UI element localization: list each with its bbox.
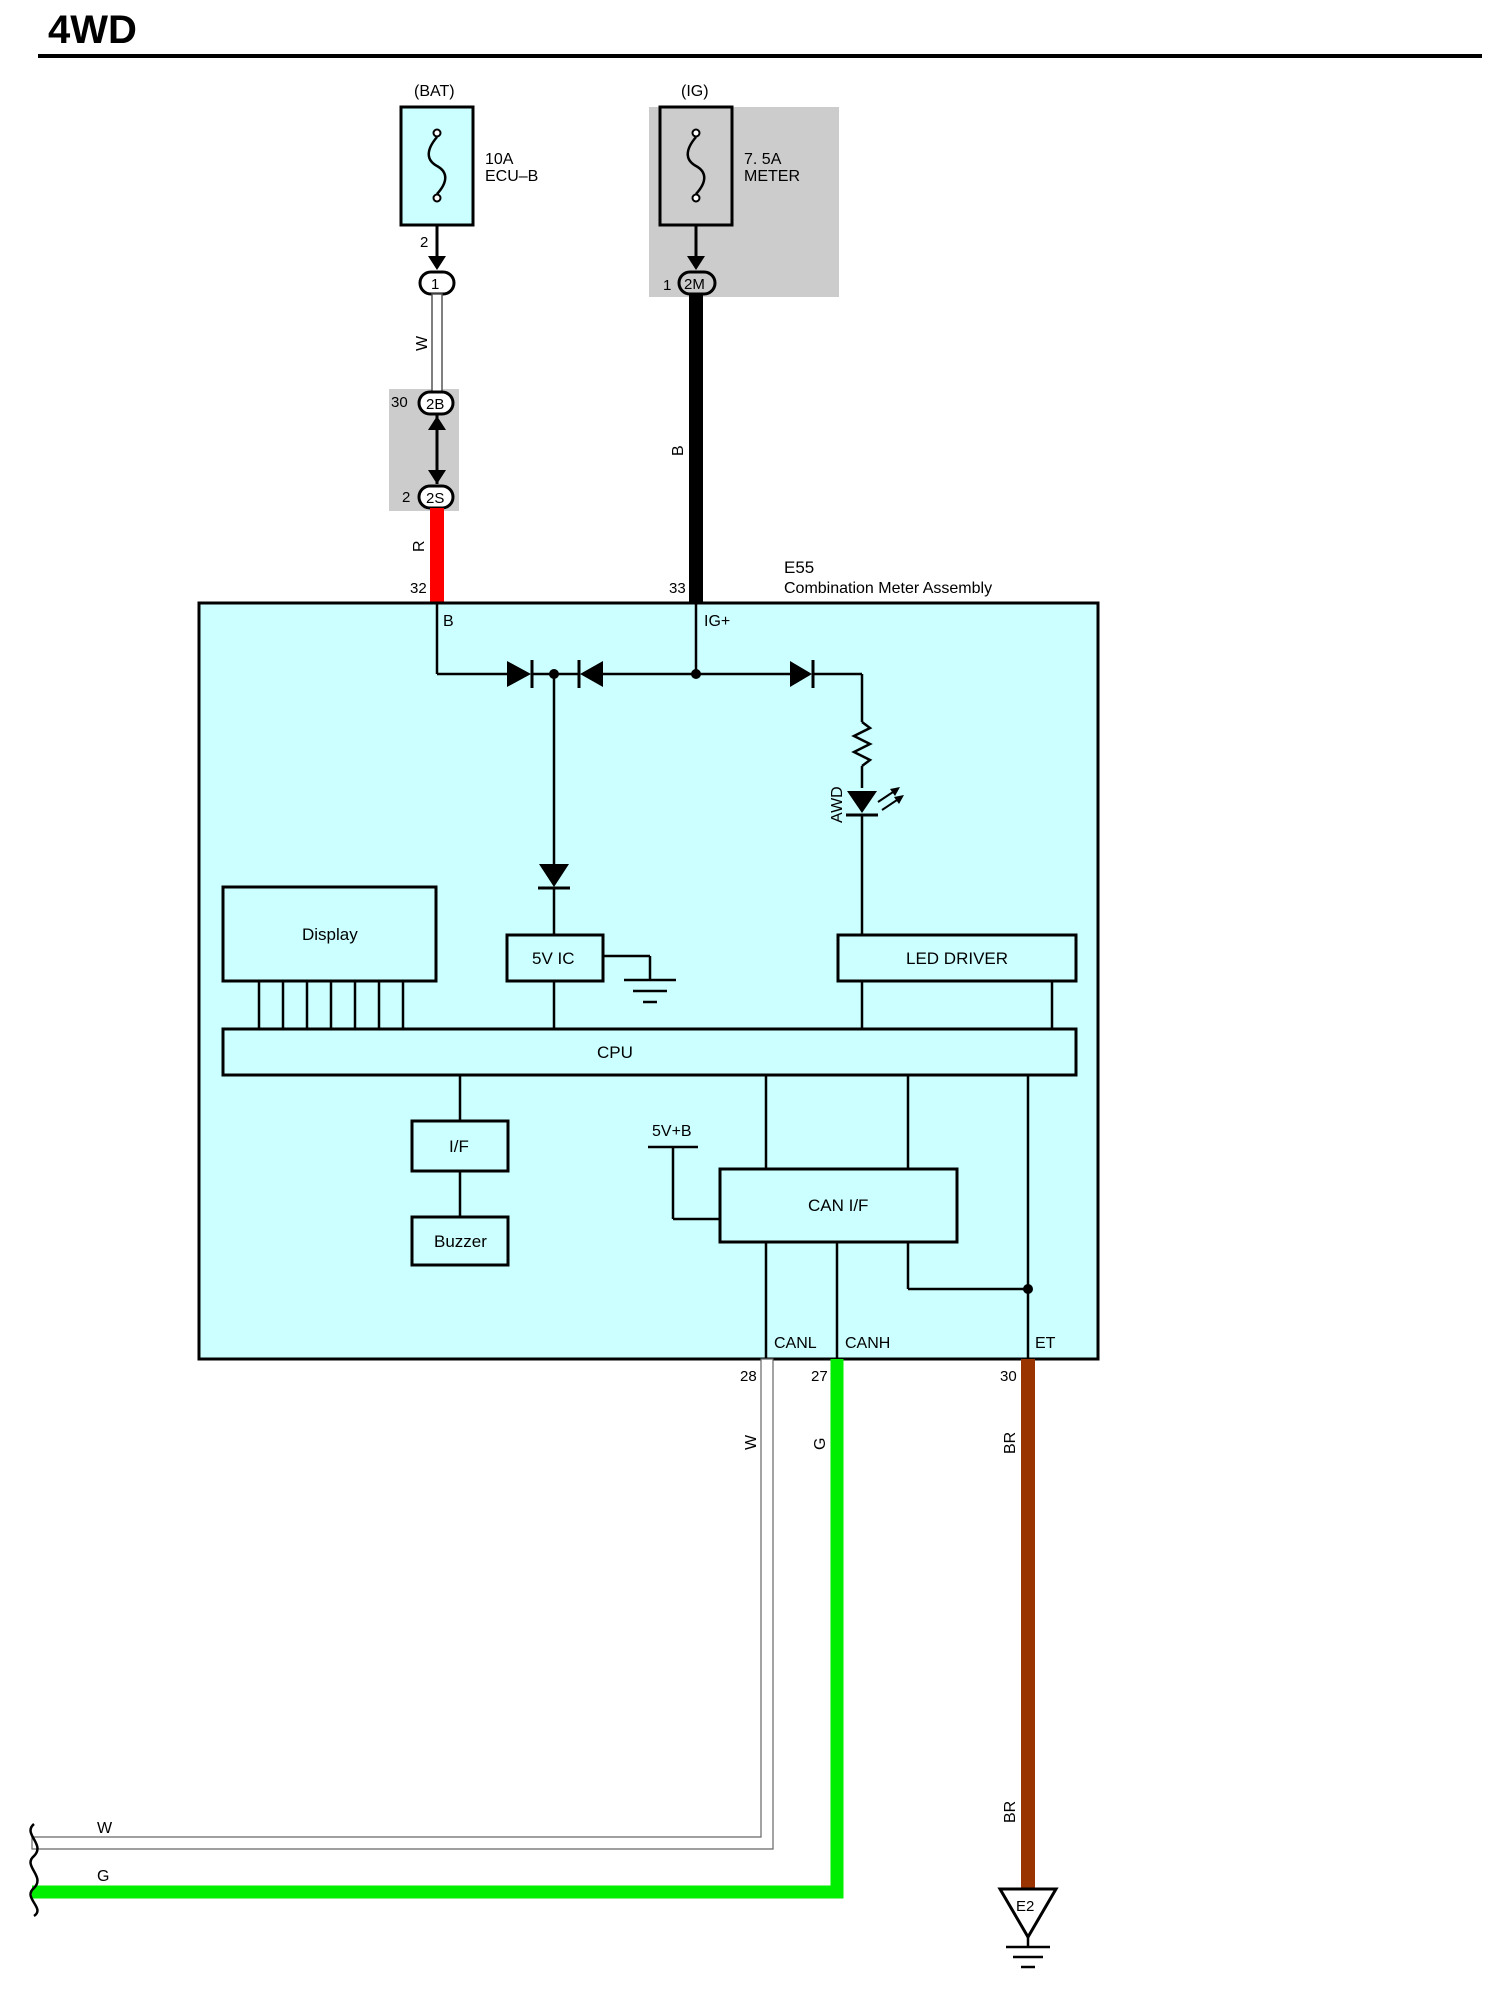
connector-2s-pin: 2	[402, 489, 410, 506]
bat-arrow-icon	[428, 256, 446, 270]
ground-icon	[624, 978, 676, 1004]
canh-pin-number: 27	[811, 1368, 828, 1385]
terminal-b-label: B	[443, 613, 454, 630]
junction-dot	[1023, 1284, 1033, 1294]
can-if-block	[718, 1167, 959, 1244]
ig-fuse-name: METER	[744, 168, 800, 185]
terminal-canl-label: CANL	[774, 1335, 817, 1352]
awd-led-label: AWD	[829, 786, 846, 823]
component-name: Combination Meter Assembly	[784, 580, 992, 597]
et-wire-lower-label: BR	[1002, 1801, 1019, 1823]
ig-fuse-symbol	[658, 105, 734, 227]
junction-dot	[691, 669, 701, 679]
ground-e2-label: E2	[1016, 1898, 1034, 1915]
ig-black-wire	[689, 294, 703, 603]
diode-led-icon	[790, 660, 815, 688]
component-id: E55	[784, 558, 814, 577]
ig-arrow-icon	[687, 256, 705, 270]
canl-wire-label: W	[743, 1434, 760, 1450]
iface-block	[410, 1119, 510, 1173]
bus-w-label: W	[97, 1820, 113, 1837]
iface-label: I/F	[449, 1137, 469, 1156]
buzzer-label: Buzzer	[434, 1232, 487, 1251]
buzzer-block	[410, 1215, 510, 1267]
bat-fuse-rating: 10A	[485, 151, 514, 168]
internal-circuit	[257, 603, 1054, 1359]
bat-fuse-pin: 2	[420, 234, 428, 251]
awd-led-icon	[846, 787, 904, 817]
ground-e2-triangle	[997, 1887, 1059, 1940]
connector-2b-pin: 30	[391, 394, 408, 411]
led-driver-label: LED DRIVER	[906, 949, 1008, 968]
connector-2m-label: 2M	[684, 276, 705, 293]
ground-e2-icon	[1006, 1945, 1050, 1969]
diode-b-icon	[507, 660, 534, 688]
bat-white-wire	[431, 293, 443, 395]
junction-dot	[549, 669, 559, 679]
terminal-et-label: ET	[1035, 1335, 1056, 1352]
cpu-label: CPU	[597, 1043, 633, 1062]
bat-red-wire-label: R	[411, 540, 428, 552]
bat-source-label: (BAT)	[414, 83, 455, 100]
et-pin-number: 30	[1000, 1368, 1017, 1385]
bat-fuse-name: ECU–B	[485, 168, 538, 185]
diode-ig-icon	[577, 660, 603, 688]
bat-white-wire-label: W	[414, 335, 431, 351]
bat-fuse-symbol	[399, 105, 475, 227]
et-wire-upper-label: BR	[1002, 1432, 1019, 1454]
ig-pin-number: 33	[669, 580, 686, 597]
terminal-ig-label: IG+	[704, 613, 730, 630]
page-title: 4WD	[48, 8, 137, 52]
display-block	[221, 885, 438, 983]
ig-black-wire-label: B	[670, 445, 687, 456]
canl-white-wire	[31, 1358, 774, 1850]
connector-down-arrow-icon	[428, 470, 446, 484]
bat-red-wire	[430, 508, 444, 603]
ic5v-block	[505, 933, 605, 983]
canh-wire-label: G	[812, 1438, 829, 1450]
resistor-icon	[851, 721, 873, 767]
connector-2m-pin: 1	[663, 277, 671, 294]
ig-source-label: (IG)	[681, 83, 709, 100]
canl-pin-number: 28	[740, 1368, 757, 1385]
b-pin-number: 32	[410, 580, 427, 597]
ic5v-label: 5V IC	[532, 949, 575, 968]
wire-break-icon	[29, 1823, 39, 1918]
ig-fuse-rating: 7. 5A	[744, 151, 782, 168]
bus-g-label: G	[97, 1868, 109, 1885]
canh-green-wire	[32, 1359, 844, 1899]
connector-2b-label: 2B	[426, 396, 444, 413]
connector-2s-label: 2S	[426, 490, 444, 507]
diode-regulator-icon	[538, 864, 570, 890]
led-driver-block	[836, 933, 1078, 983]
connector-up-arrow-icon	[428, 416, 446, 430]
can-if-label: CAN I/F	[808, 1196, 868, 1215]
terminal-canh-label: CANH	[845, 1335, 890, 1352]
connector-1-label: 1	[431, 276, 439, 293]
et-brown-wire	[1021, 1359, 1035, 1889]
supply-5vb-label: 5V+B	[652, 1123, 692, 1140]
display-label: Display	[302, 925, 358, 944]
cpu-block	[221, 1027, 1078, 1077]
